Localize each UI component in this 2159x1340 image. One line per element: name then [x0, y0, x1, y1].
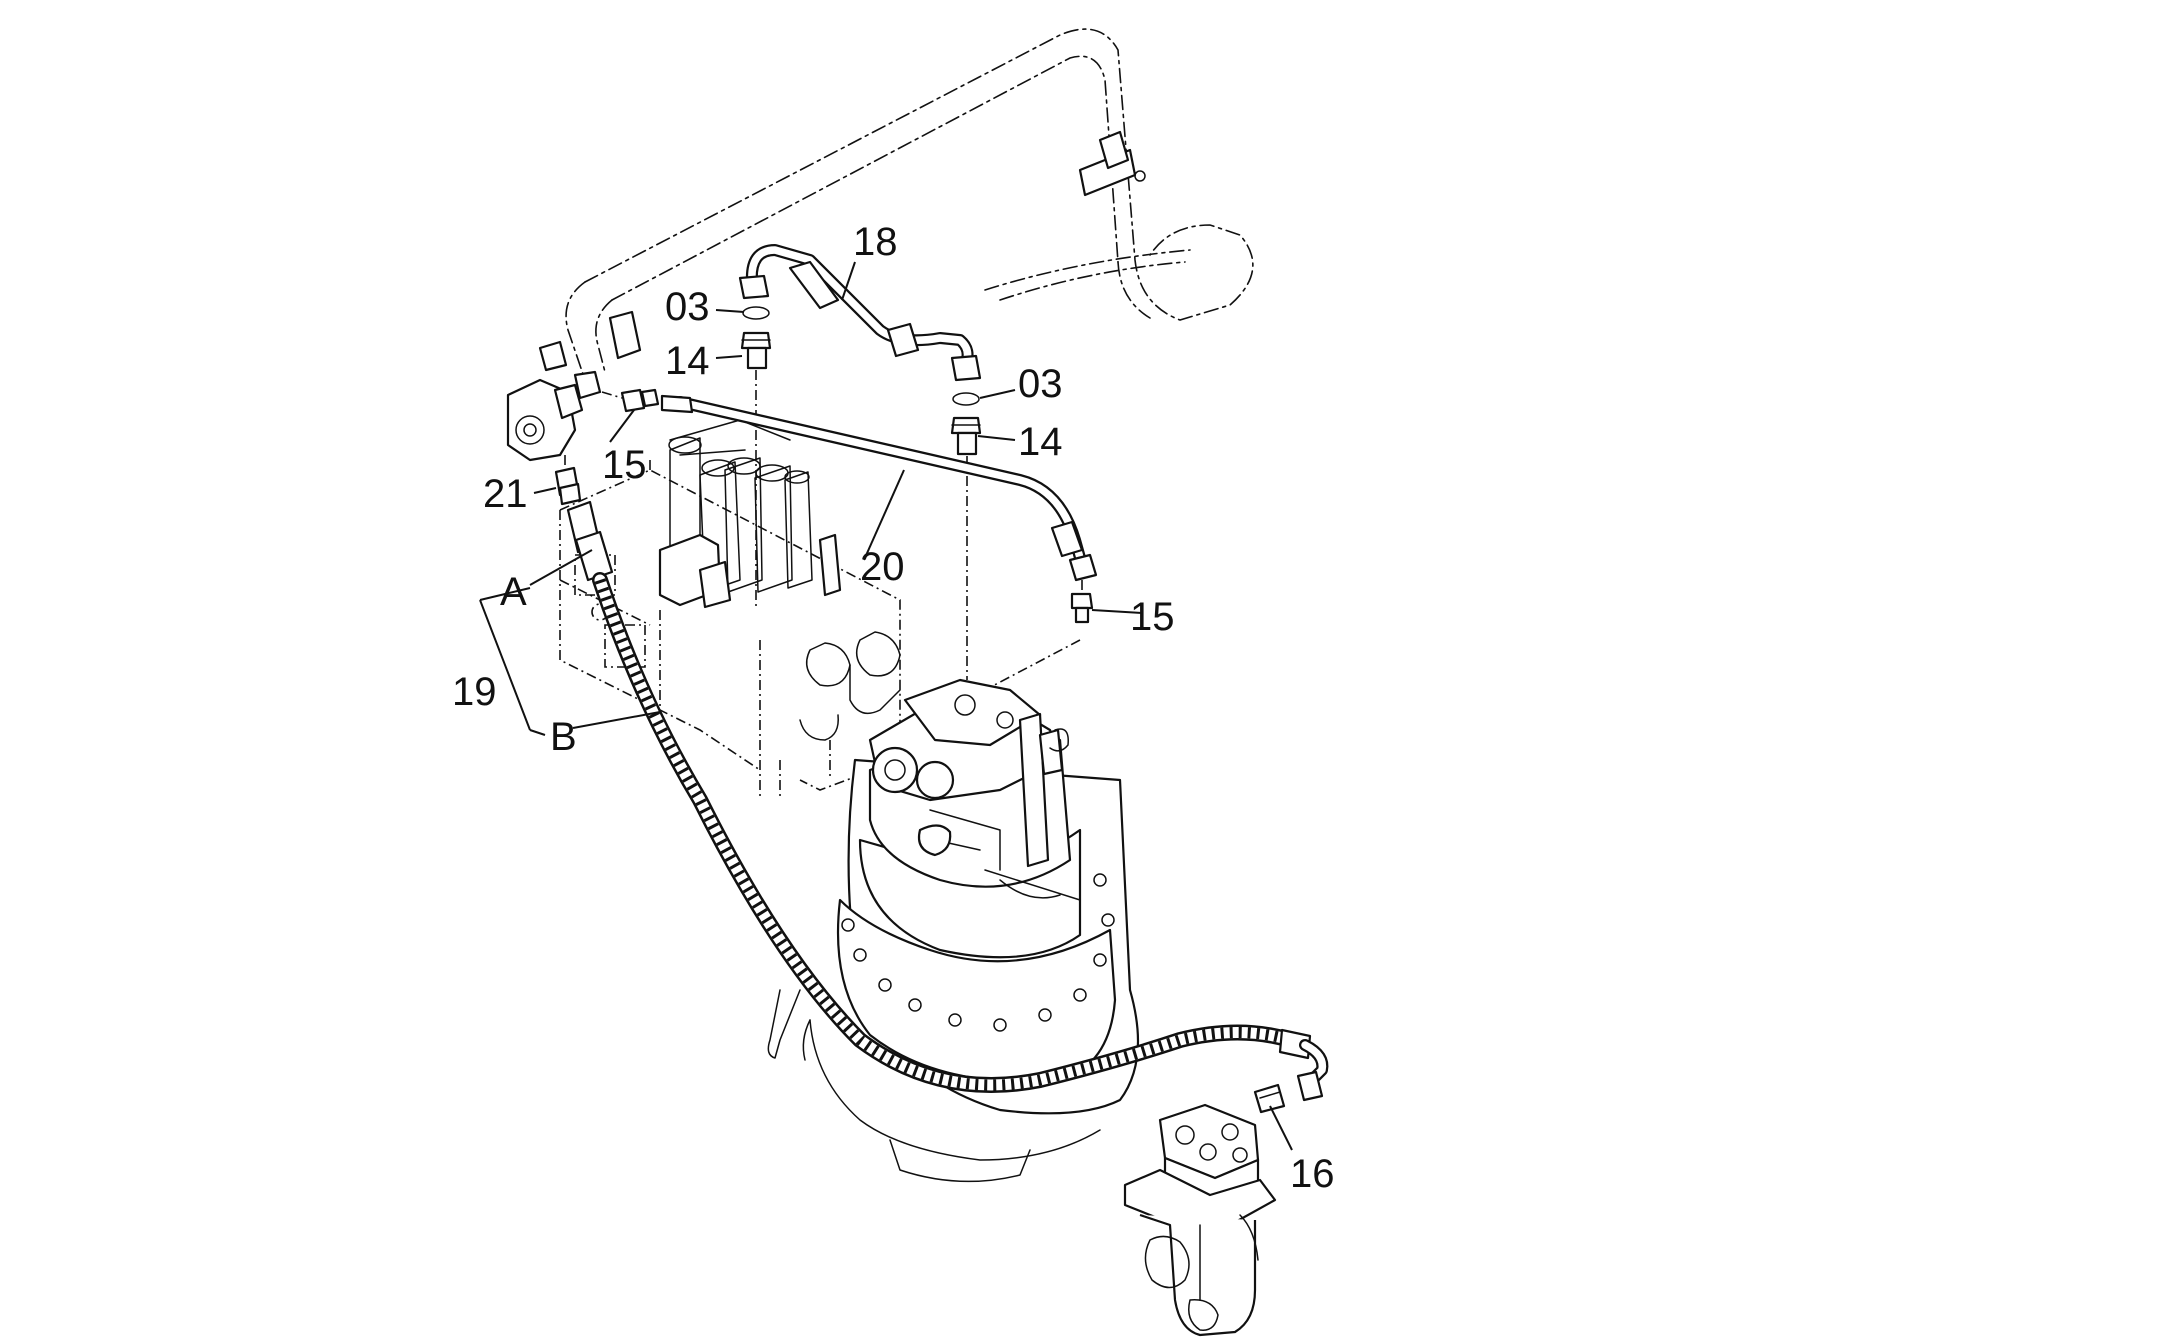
callout-03-upper: 03	[665, 285, 710, 329]
callout-21: 21	[483, 472, 528, 516]
callout-15-right: 15	[1130, 595, 1175, 639]
fitting-15-left	[601, 388, 660, 413]
oring-03-right	[952, 392, 980, 406]
callout-20: 20	[860, 545, 905, 589]
control-valve-block	[559, 419, 901, 800]
callout-03-right: 03	[1018, 362, 1063, 406]
swing-motor	[767, 678, 1140, 1183]
oring-03-upper	[742, 306, 770, 320]
callout-labels: 18 03 14 03 14 15 21 20 A 19 B 15 16	[452, 220, 1335, 1196]
pipe-18	[738, 244, 982, 382]
fitting-21	[554, 466, 582, 506]
fitting-15-right	[1070, 580, 1094, 624]
callout-b: B	[550, 715, 577, 759]
hose-19	[566, 500, 1329, 1102]
leader-lines	[479, 261, 1293, 1151]
callout-14-upper: 14	[665, 339, 710, 383]
callout-16: 16	[1290, 1152, 1335, 1196]
left-bracket-valve	[506, 310, 642, 478]
rail-clamp	[1078, 130, 1146, 197]
callout-a: A	[500, 570, 527, 614]
centerlines	[755, 370, 1081, 691]
swivel-joint	[1123, 1103, 1277, 1337]
pipe-20	[660, 394, 1098, 582]
callout-15-left: 15	[602, 443, 647, 487]
fitting-16	[1253, 1083, 1286, 1114]
fitting-14-upper	[740, 331, 772, 370]
callout-14-right: 14	[1018, 420, 1063, 464]
callout-19: 19	[452, 670, 497, 714]
callout-18: 18	[853, 220, 898, 264]
fitting-14-right	[950, 416, 982, 456]
frame-handrail	[565, 28, 1254, 381]
